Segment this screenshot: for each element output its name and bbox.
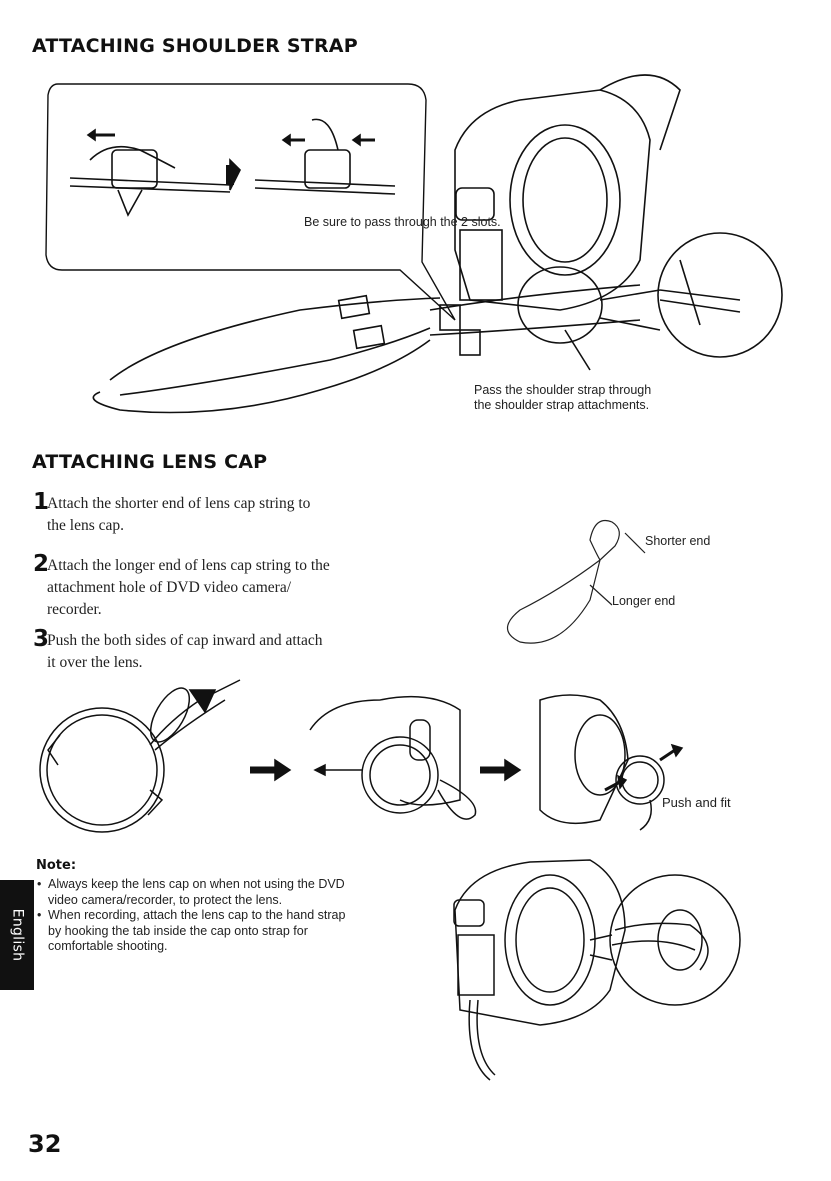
- step-3-line-2: it over the lens.: [47, 654, 143, 671]
- note-item-1: Always keep the lens cap on when not usi…: [36, 877, 436, 908]
- longer-end-label: Longer end: [612, 594, 676, 608]
- strap-caption-line-1: Pass the shoulder strap through: [474, 383, 652, 397]
- note-block: Note: Always keep the lens cap on when n…: [36, 858, 436, 955]
- step-2-line-1: Attach the longer end of lens cap string…: [47, 557, 330, 574]
- strap-caption: Pass the shoulder strap through the shou…: [474, 383, 651, 413]
- shoulder-strap-illustration: [45, 74, 783, 414]
- strap-caption-line-2: the shoulder strap attachments.: [474, 398, 650, 412]
- hand-strap-illustration: [453, 859, 741, 1081]
- step-number: 2: [33, 551, 50, 577]
- step-2-line-2: attachment hole of DVD video camera/: [47, 579, 292, 596]
- lens-cap-string-diagram: [506, 519, 646, 644]
- note-item-1-line-2: video camera/recorder, to protect the le…: [48, 892, 283, 907]
- note-item-2-line-2: by hooking the tab inside the cap onto s…: [48, 923, 308, 938]
- step-1: 1 Attach the shorter end of lens cap str…: [33, 489, 413, 537]
- language-tab-label: English: [9, 908, 25, 962]
- page-number: 32: [28, 1130, 62, 1158]
- language-tab: English: [0, 880, 34, 990]
- note-item-2: When recording, attach the lens cap to t…: [36, 908, 436, 955]
- lens-cap-attach-illustration: [39, 679, 684, 833]
- step-number: 3: [33, 626, 50, 652]
- step-3: 3 Push the both sides of cap inward and …: [33, 626, 413, 674]
- shorter-end-label: Shorter end: [645, 534, 711, 548]
- note-item-1-line-1: Always keep the lens cap on when not usi…: [48, 877, 345, 891]
- section-title-shoulder-strap: ATTACHING SHOULDER STRAP: [32, 35, 358, 57]
- section-title-lens-cap: ATTACHING LENS CAP: [32, 451, 268, 473]
- step-2: 2 Attach the longer end of lens cap stri…: [33, 551, 413, 621]
- step-2-line-3: recorder.: [47, 601, 102, 618]
- step-1-line-2: the lens cap.: [47, 517, 125, 534]
- push-and-fit-label: Push and fit: [662, 795, 731, 810]
- step-3-line-1: Push the both sides of cap inward and at…: [47, 632, 323, 649]
- note-item-2-line-3: comfortable shooting.: [48, 939, 168, 953]
- note-item-2-line-1: When recording, attach the lens cap to t…: [48, 908, 346, 922]
- note-title: Note:: [36, 858, 77, 873]
- step-1-line-1: Attach the shorter end of lens cap strin…: [47, 495, 311, 512]
- callout-text: Be sure to pass through the 2 slots.: [304, 215, 501, 229]
- step-number: 1: [33, 489, 50, 515]
